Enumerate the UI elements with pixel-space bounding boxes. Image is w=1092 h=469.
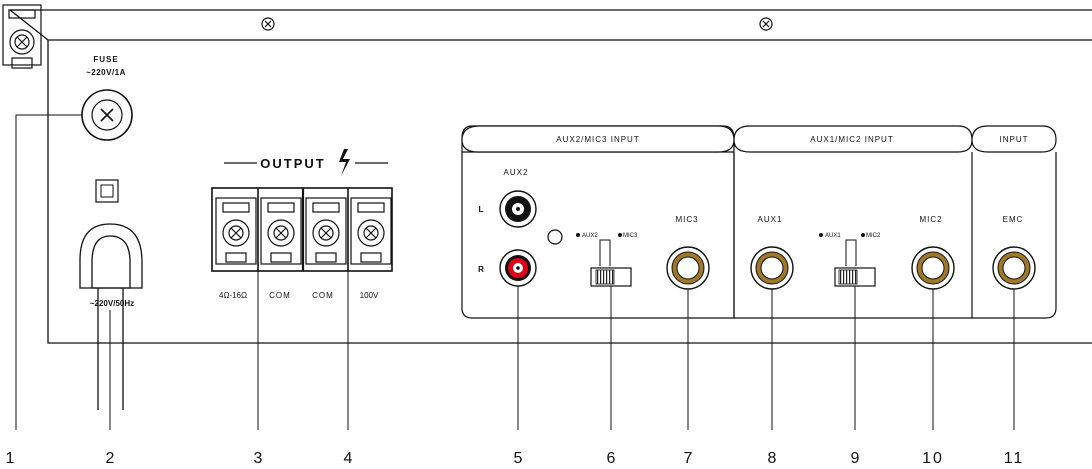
output-term1-label: 4Ω-16Ω [219,291,247,300]
power-label: ~220V/50Hz [90,299,134,308]
terminal-screw [2,4,42,69]
terminal-2 [260,197,302,265]
output-term4-label: 100V [360,291,379,300]
mic3-label: MIC3 [675,215,698,224]
input-header: INPUT [1000,135,1029,144]
indicator-led [547,229,563,245]
left-label: L [479,205,484,214]
callout-5: 5 [514,450,523,467]
leader-lines [15,114,1015,430]
jack-emc [992,246,1036,290]
jack-mic2 [911,246,955,290]
jack-mic3 [666,246,710,290]
terminal-1 [215,197,257,265]
switch9-opt2: MIC2 [866,233,881,239]
callout-11: 11 [1004,450,1025,467]
switch6-opt2: MIC3 [623,233,638,239]
callout-numbers: 1 2 3 4 5 6 7 8 9 10 11 [6,450,1025,467]
emc-label: EMC [1003,215,1024,224]
callout-2: 2 [106,450,115,467]
aux1-label: AUX1 [758,215,783,224]
rca-jack-left [499,190,537,228]
fuse-rating: ~220V/1A [86,68,126,77]
output-term3-label: COM [312,291,334,300]
screw-icon [261,17,275,31]
callout-4: 4 [344,450,353,467]
switch9-opt1: AUX1 [825,233,841,239]
screw-icon [759,17,773,31]
power-cord-grommet [79,223,143,410]
right-label: R [478,265,484,274]
output-terminal-block [2,4,393,272]
terminal-3 [305,197,347,265]
mic2-label: MIC2 [919,215,942,224]
fuse-holder [81,89,133,141]
output-term2-label: COM [269,291,291,300]
aux2-label: AUX2 [504,168,529,177]
callout-8: 8 [768,450,777,467]
fuse-title: FUSE [93,55,118,64]
aux1-mic2-section [733,152,973,319]
callout-3: 3 [254,450,263,467]
lightning-icon [339,149,350,176]
selector-switch-aux1-mic2 [819,233,876,287]
terminal-4 [350,197,392,265]
rca-jack-right [499,249,537,287]
selector-switch-aux2-mic3 [576,233,632,287]
callout-1: 1 [6,450,15,467]
output-title: OUTPUT [260,156,325,171]
power-switch [95,179,119,203]
jack-aux1 [750,246,794,290]
input-section [972,152,1057,319]
callout-10: 10 [922,450,944,467]
output-title-group: OUTPUT [224,149,388,176]
callout-9: 9 [851,450,860,467]
aux2-mic3-header: AUX2/MIC3 INPUT [556,135,639,144]
callout-6: 6 [607,450,616,467]
switch6-opt1: AUX2 [582,233,598,239]
chassis [8,9,1092,344]
callout-7: 7 [684,450,693,467]
aux1-mic2-header: AUX1/MIC2 INPUT [810,135,893,144]
